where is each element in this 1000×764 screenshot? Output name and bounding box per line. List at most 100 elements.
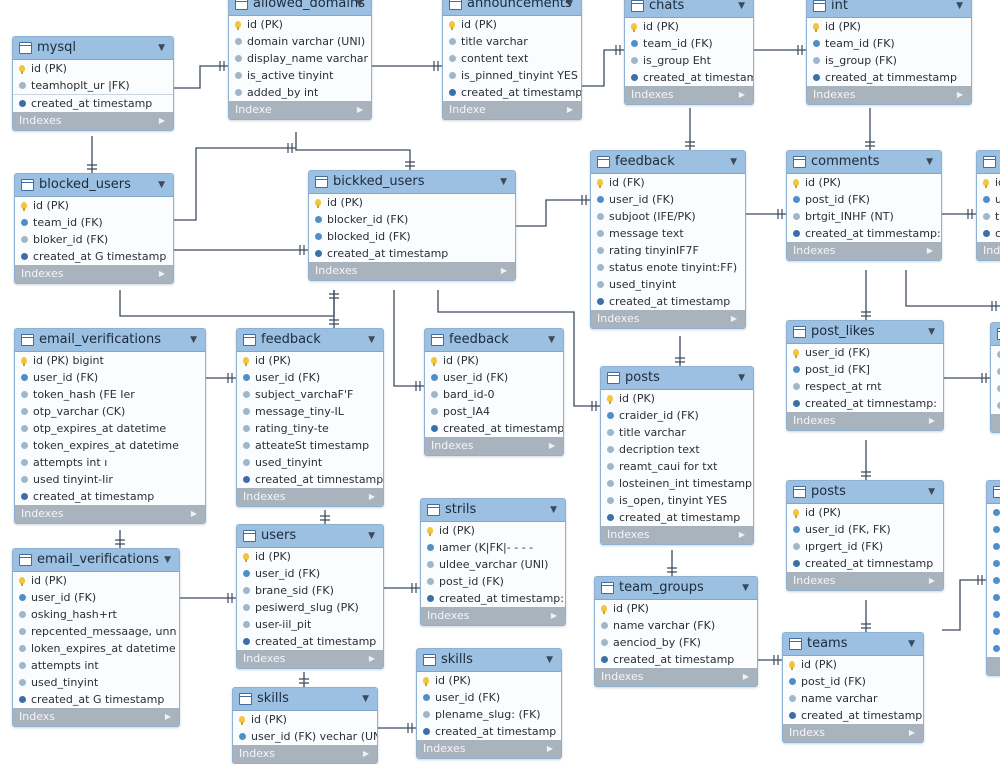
column-row[interactable]: user_id (FK) [15, 369, 205, 386]
table-feedback-top[interactable]: feedback▼id (FK)user_id (FK)subjoot (IFE… [590, 150, 746, 329]
table-header[interactable]: bickked_users▼ [309, 171, 515, 194]
column-row[interactable]: post_id (FK) [421, 573, 565, 590]
column-row[interactable]: osking_hash+rt [13, 606, 179, 623]
indexes-footer[interactable]: Ind▶ [977, 242, 1000, 260]
indexes-footer[interactable]: Indexes▶ [309, 262, 515, 280]
table-email-verifications-2[interactable]: email_verifications▼id (PK)user_id (FK)o… [12, 548, 180, 727]
collapse-chevron-icon[interactable]: ▼ [356, 0, 363, 9]
column-row[interactable]: created_at timestamp [591, 293, 745, 310]
column-row[interactable]: id (PK) [601, 390, 753, 407]
column-row[interactable]: message_tiny-IL [237, 403, 383, 420]
column-row[interactable]: id (PK) [13, 60, 173, 77]
column-row[interactable]: id (PK) [443, 16, 581, 33]
collapse-chevron-icon[interactable]: ▼ [956, 1, 963, 11]
indexes-footer[interactable]: Indexes▶ [425, 437, 563, 455]
column-row[interactable]: rating tinyinIF7F [591, 242, 745, 259]
expand-arrow-icon[interactable]: ▶ [956, 90, 963, 99]
table-posts-mid[interactable]: posts▼id (PK)craider_id (FK)title varcha… [600, 366, 754, 545]
table-header[interactable]: mysql▼ [13, 37, 173, 60]
table-header[interactable]: feedback▼ [425, 329, 563, 352]
expand-arrow-icon[interactable]: ▶ [730, 314, 737, 323]
table-post-likes[interactable]: post_likes▼user_id (FK)post_id (FK]respe… [786, 320, 944, 431]
table-header[interactable]: announcements▼ [443, 0, 581, 16]
table-header[interactable]: ▼ [977, 151, 1000, 174]
column-row[interactable] [987, 623, 1000, 640]
table-header[interactable]: strils▼ [421, 499, 565, 522]
table-users[interactable]: users▼id (PK)user_id (FK)brane_sid (FK)p… [236, 524, 384, 669]
column-row[interactable]: created_at timestamp [15, 488, 205, 505]
column-row[interactable]: teamhoplt_ur |FK) [13, 77, 173, 94]
collapse-chevron-icon[interactable]: ▼ [908, 639, 915, 649]
column-row[interactable]: created_at timestamp [783, 707, 923, 724]
column-row[interactable]: user_id (FK) [591, 191, 745, 208]
column-row[interactable]: aenciod_by (FK) [595, 634, 757, 651]
column-row[interactable]: is_pinned_tinyint YES [443, 67, 581, 84]
column-row[interactable]: created_at timnestamp [787, 555, 943, 572]
column-row[interactable]: id (PK) [15, 197, 173, 214]
column-row[interactable]: user_id (FK) vechar (UNI) [233, 728, 377, 745]
column-row[interactable]: used_tinyint [237, 454, 383, 471]
table-bickked-users[interactable]: bickked_users▼id (PK)blocker_id (FK)bloc… [308, 170, 516, 281]
table-header[interactable]: feedback▼ [591, 151, 745, 174]
column-row[interactable]: content text [443, 50, 581, 67]
table-header[interactable]: posts▼ [787, 481, 943, 504]
table-header[interactable]: skills▼ [417, 649, 561, 672]
table-header[interactable]: teams▼ [783, 633, 923, 656]
column-row[interactable]: subject_varchaF'F [237, 386, 383, 403]
column-row[interactable]: user_id (FK) [417, 689, 561, 706]
indexes-footer[interactable]: Indexes▶ [807, 86, 971, 104]
expand-arrow-icon[interactable]: ▶ [158, 116, 165, 125]
column-row[interactable]: created_at timestamp [425, 420, 563, 437]
collapse-chevron-icon[interactable]: ▼ [158, 180, 165, 190]
table-header[interactable]: posts▼ [601, 367, 753, 390]
table-header[interactable]: users▼ [237, 525, 383, 548]
column-row[interactable]: brane_sid (FK) [237, 582, 383, 599]
table-header[interactable]: skills▼ [233, 688, 377, 711]
column-row[interactable]: id (PK) [237, 548, 383, 565]
expand-arrow-icon[interactable]: ▶ [928, 576, 935, 585]
expand-arrow-icon[interactable]: ▶ [164, 712, 171, 721]
column-row[interactable]: id (FK) [591, 174, 745, 191]
table-skills-1[interactable]: skills▼id (PK)user_id (FK)plename_slug: … [416, 648, 562, 759]
column-row[interactable]: user-iil_pit [237, 616, 383, 633]
expand-arrow-icon[interactable]: ▶ [926, 246, 933, 255]
indexes-footer[interactable]: Indexs▶ [233, 745, 377, 763]
column-row[interactable]: id (PK) [233, 711, 377, 728]
column-row[interactable]: ta [977, 208, 1000, 225]
indexes-footer[interactable]: Indexe▶ [443, 101, 581, 119]
column-row[interactable]: used tinyint-Iir [15, 471, 205, 488]
column-row[interactable]: attempts int [13, 657, 179, 674]
column-row[interactable]: losteinen_int timestamp [601, 475, 753, 492]
column-row[interactable]: otp_varchar (CK) [15, 403, 205, 420]
table-header[interactable]: ▼ [987, 481, 1000, 504]
column-row[interactable]: uldee_varchar (UNI) [421, 556, 565, 573]
column-row[interactable]: created_at timmestamp [807, 69, 971, 86]
indexes-footer[interactable]: ▶ [991, 414, 1000, 432]
collapse-chevron-icon[interactable]: ▼ [368, 531, 375, 541]
column-row[interactable] [987, 521, 1000, 538]
column-row[interactable]: created_at timnestamp: [787, 395, 943, 412]
column-row[interactable]: id (PK) [417, 672, 561, 689]
table-partial-right-top[interactable]: ▼idutacInd▶ [976, 150, 1000, 261]
column-row[interactable]: name varchar [783, 690, 923, 707]
column-row[interactable] [987, 538, 1000, 555]
expand-arrow-icon[interactable]: ▶ [356, 105, 363, 114]
collapse-chevron-icon[interactable]: ▼ [926, 157, 933, 167]
expand-arrow-icon[interactable]: ▶ [500, 266, 507, 275]
indexes-footer[interactable]: Indexes▶ [601, 526, 753, 544]
column-row[interactable]: token_hash (FE Ier [15, 386, 205, 403]
column-row[interactable]: otp_expires_at datetime [15, 420, 205, 437]
expand-arrow-icon[interactable]: ▶ [546, 744, 553, 753]
table-header[interactable]: chats▼ [625, 0, 753, 18]
collapse-chevron-icon[interactable]: ▼ [158, 43, 165, 53]
expand-arrow-icon[interactable]: ▶ [190, 509, 197, 518]
column-row[interactable]: title varchar [601, 424, 753, 441]
table-int[interactable]: int▼id (PK)team_id (FK)is_group (FK)crea… [806, 0, 972, 105]
collapse-chevron-icon[interactable]: ▼ [362, 694, 369, 704]
column-row[interactable]: blocker_id (FK) [309, 211, 515, 228]
column-row[interactable]: bard_id-0 [425, 386, 563, 403]
expand-arrow-icon[interactable]: ▶ [550, 611, 557, 620]
indexes-footer[interactable]: Indexes▶ [417, 740, 561, 758]
expand-arrow-icon[interactable]: ▶ [368, 654, 375, 663]
